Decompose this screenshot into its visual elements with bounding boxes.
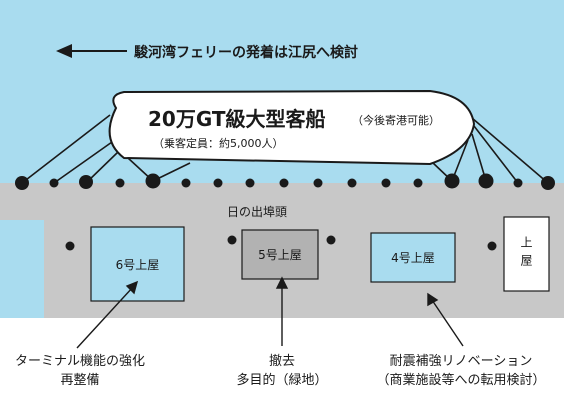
ship-capacity: （乗客定員：約5,000人） xyxy=(153,137,284,150)
caption-line: ターミナル機能の強化 xyxy=(14,354,145,369)
bollard xyxy=(181,178,191,188)
bollard xyxy=(79,175,93,189)
pointer-arrows xyxy=(76,276,464,349)
building-end xyxy=(503,216,550,292)
caption-building-6: ターミナル機能の強化 再整備 xyxy=(0,352,160,390)
bollard xyxy=(478,173,494,189)
building-4 xyxy=(370,232,456,283)
bollards xyxy=(15,173,555,190)
bollard xyxy=(15,176,29,190)
bollard xyxy=(245,178,255,188)
building-5-label: 5号上屋 xyxy=(258,248,302,262)
building-6-label: 6号上屋 xyxy=(115,257,160,272)
caption-building-5: 撤去 多目的（緑地） xyxy=(212,352,352,390)
bollard xyxy=(49,178,59,188)
bollard xyxy=(347,178,357,188)
building-end-text: 上屋 xyxy=(519,236,533,272)
ferry-arrow-head xyxy=(56,44,72,58)
building-end-label: 上屋 xyxy=(504,217,549,291)
bollard xyxy=(444,173,460,189)
ferry-note: 駿河湾フェリーの発着は江尻へ検討 xyxy=(134,45,358,61)
caption-line: （商業施設等への転用検討） xyxy=(376,373,546,388)
bollard xyxy=(313,178,323,188)
bollard xyxy=(279,178,289,188)
caption-line: 耐震補強リノベーション xyxy=(389,354,533,369)
bollard xyxy=(541,176,555,190)
caption-line: 再整備 xyxy=(60,373,100,388)
sea-inlet xyxy=(0,220,44,318)
pier-name: 日の出埠頭 xyxy=(227,205,288,219)
bollard xyxy=(513,178,523,188)
bollard xyxy=(115,178,125,188)
bollard xyxy=(413,178,423,188)
bollard xyxy=(381,178,391,188)
caption-line: 多目的（緑地） xyxy=(236,373,328,388)
bollard xyxy=(145,173,161,189)
building-5 xyxy=(241,229,319,280)
ship-title: 20万GT級大型客船 xyxy=(148,107,326,131)
caption-building-4: 耐震補強リノベーション （商業施設等への転用検討） xyxy=(358,352,564,390)
caption-line: 撤去 xyxy=(268,354,295,369)
building-6 xyxy=(90,226,185,302)
ship-hull xyxy=(108,89,476,166)
bollard xyxy=(213,178,223,188)
ship-note: （今後寄港可能） xyxy=(352,114,440,127)
building-4-label: 4号上屋 xyxy=(391,251,435,265)
pier-dots xyxy=(65,235,497,251)
